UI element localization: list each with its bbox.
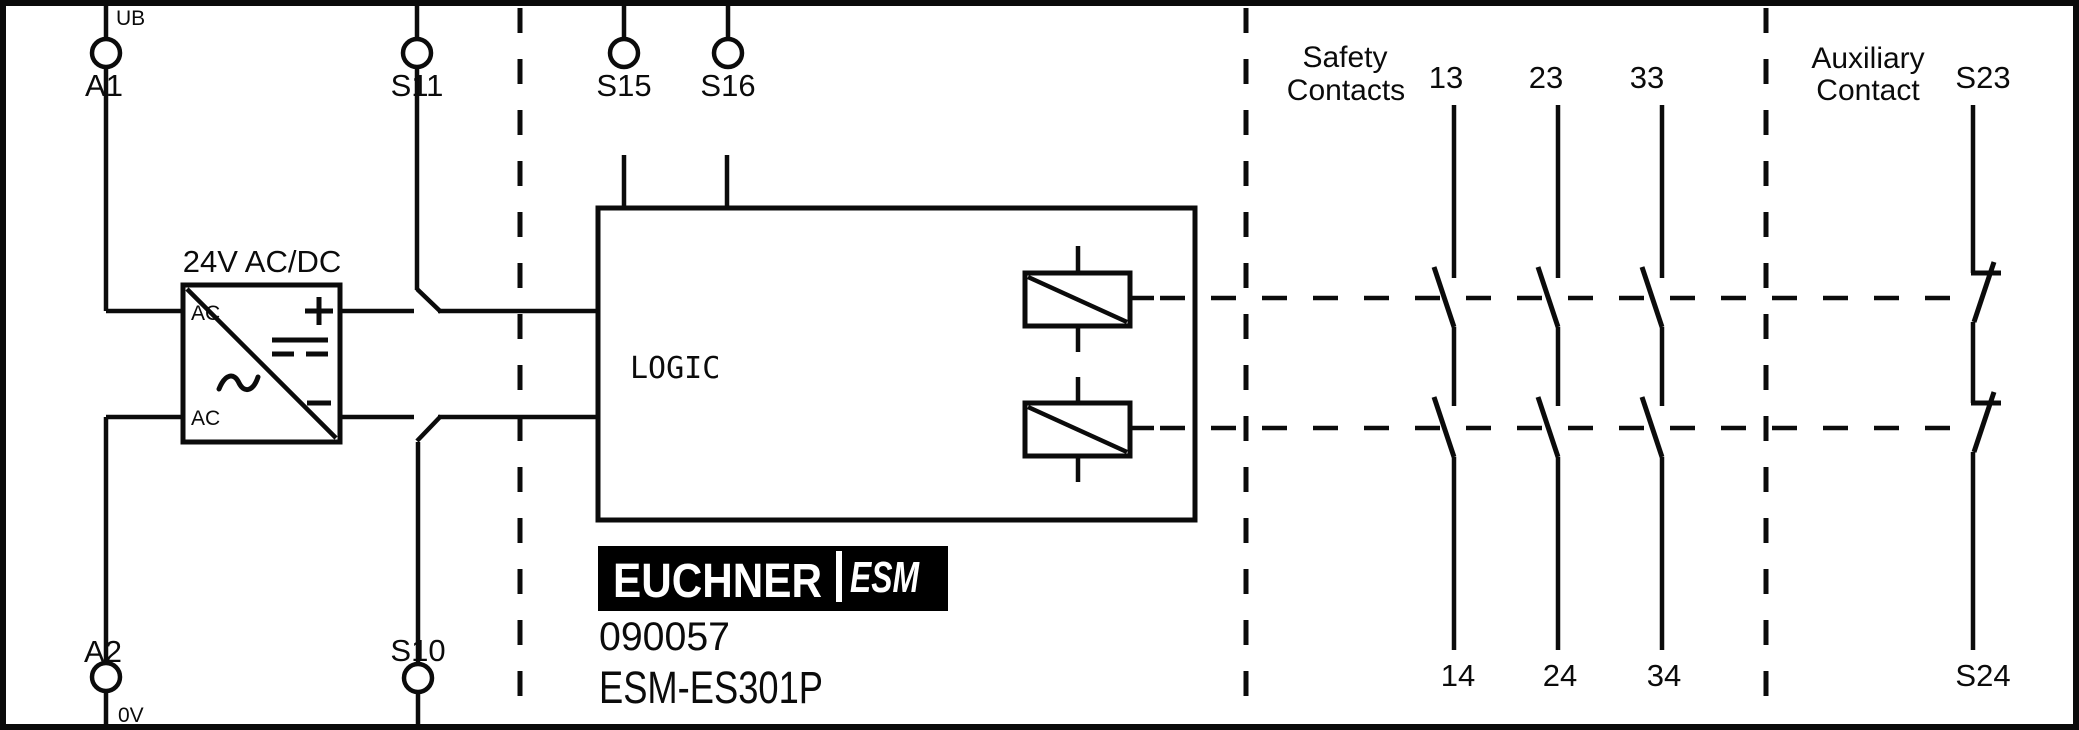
order-number: 090057 [599,615,730,659]
rail-0v-label: 0V [118,704,144,727]
wire-s10-chamfer [415,414,443,443]
terminal-s11-label: S11 [391,68,444,103]
safety-contact-33-34 [1639,105,1665,650]
terminal-a2-circle [89,660,123,694]
safety-contact-13-14 [1431,105,1457,650]
aux-section-title-line2: Contact [1816,74,1920,107]
terminal-s11-circle [400,36,434,70]
model-number: ESM-ES301P [599,662,823,713]
psu-box [180,282,343,445]
relay-coil-k1 [1022,246,1154,352]
terminal-s10-label: S10 [390,633,445,668]
psu-ac-top-label: AC [191,302,220,325]
logic-block: LOGIC [595,205,1198,523]
psu-diagonal [185,287,338,440]
terminal-s16-label: S16 [700,68,755,103]
logic-label: LOGIC [630,351,720,386]
terminal-34-label: 34 [1647,658,1681,693]
no-contact-blade-13-k2 [1431,396,1457,458]
no-contact-blade-13-k1 [1431,266,1457,328]
terminal-s23-label: S23 [1955,60,2010,95]
no-contact-blade-23-k2 [1535,396,1561,458]
esm-logo-text: ESM [850,553,920,602]
title-block: EUCHNER ESM 090057 ESM-ES301P [598,546,948,713]
terminal-a1-label: A1 [85,68,123,103]
safety-section-title-line2: Contacts [1287,74,1405,107]
aux-contact-s23-s24 [1970,105,2001,650]
logic-box [595,205,1198,523]
psu-title: 24V AC/DC [183,244,342,279]
psu-ac-bottom-label: AC [191,407,220,430]
no-contact-blade-23-k1 [1535,266,1561,328]
terminal-13-label: 13 [1429,60,1463,95]
terminal-s10-circle [401,661,435,695]
logo-divider-bar [836,551,842,602]
no-contact-blade-33-k2 [1639,396,1665,458]
terminal-a2-label: A2 [84,634,122,669]
no-contact-blade-33-k1 [1639,266,1665,328]
terminal-s15-circle [607,36,641,70]
terminal-s15-label: S15 [596,68,651,103]
terminal-24-label: 24 [1543,658,1577,693]
terminal-23-label: 23 [1529,60,1563,95]
terminal-33-label: 33 [1630,60,1664,95]
relay-coil-k2 [1022,377,1154,482]
terminal-14-label: 14 [1441,658,1475,693]
euchner-logo-background [598,546,948,611]
euchner-logo-text: EUCHNER [613,555,822,608]
aux-section-title-line1: Auxiliary [1811,42,1924,75]
rail-ub-label: UB [116,7,145,30]
nc-contact-blade-s23-k1 [1971,261,1997,323]
relay-coil-k1-diagonal [1027,274,1128,325]
safety-contact-23-24 [1535,105,1561,650]
terminal-a1-circle [89,36,123,70]
dc-symbol [272,337,328,357]
terminal-s16-circle [711,36,745,70]
terminal-s24-label: S24 [1955,658,2010,693]
relay-coil-k2-diagonal [1027,404,1128,455]
plus-symbol [305,297,333,325]
safety-section-title-line1: Safety [1302,41,1387,74]
nc-contact-blade-s23-k2 [1971,391,1997,453]
wire-s11-chamfer [415,287,443,314]
ac-tilde-symbol [216,373,261,392]
power-supply-block: 24V AC/DC AC AC [180,244,343,445]
